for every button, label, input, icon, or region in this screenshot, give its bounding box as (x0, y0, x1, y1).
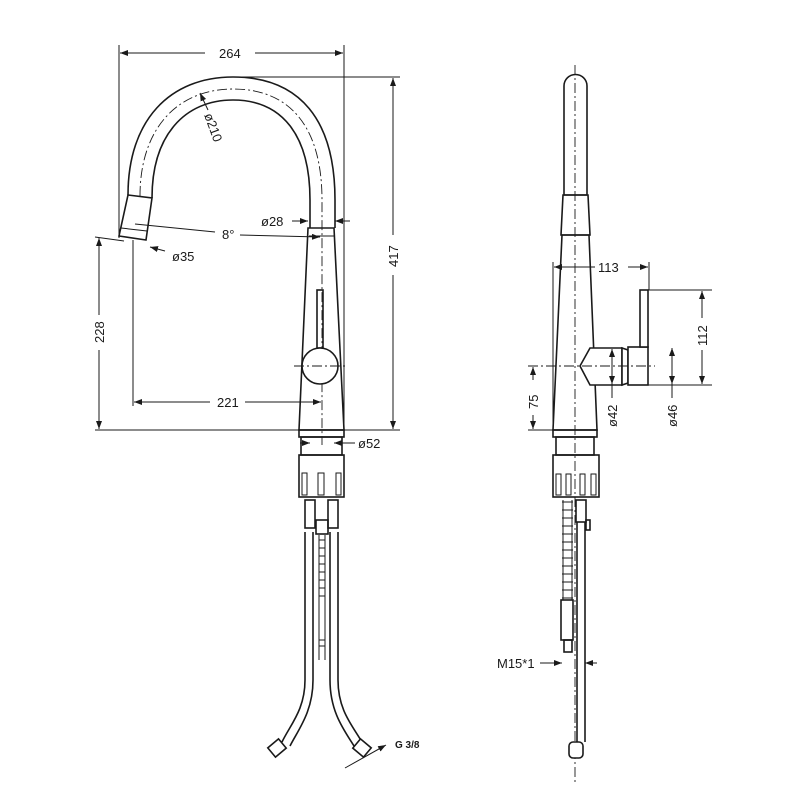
spray-head-line (120, 227, 148, 232)
dim-boss-42: ø42 (605, 405, 620, 427)
hose-left-outer (281, 532, 306, 743)
base-shank (300, 436, 343, 456)
faucet-body (298, 227, 345, 431)
dim-spout-28: ø28 (261, 214, 283, 229)
handle-lever (639, 289, 649, 348)
front-view: 264 ø210 ø28 8° ø35 228 221 417 ø52 G 3/… (92, 45, 420, 769)
handle-ring (621, 346, 629, 387)
handle-boss (579, 347, 623, 386)
dim-bend-210: ø210 (201, 111, 225, 144)
side-hose-nut (568, 741, 584, 759)
dim-inlet-g38: G 3/8 (395, 740, 420, 751)
mount-nut-side (552, 454, 600, 498)
base-ring (298, 429, 345, 438)
dim-height-75: 75 (526, 395, 541, 409)
hose-left-inner (289, 532, 314, 747)
nut-slot (301, 472, 308, 496)
side-hose-fitting (575, 499, 587, 523)
hose-right-inner (329, 532, 355, 747)
dim-height-112: 112 (695, 325, 710, 346)
dim-projection-113: 113 (598, 260, 619, 275)
dim-reach-221: 221 (217, 395, 239, 410)
nut-slot (555, 473, 562, 496)
dim-width-264: 264 (219, 46, 241, 61)
pullout-fitting (315, 519, 329, 535)
nut-slot (335, 472, 342, 496)
hose-weight (560, 599, 574, 641)
pullout-connector (563, 639, 573, 653)
spout-collar-side (560, 194, 591, 236)
dim-head-35: ø35 (172, 249, 194, 264)
side-dimension-lines (528, 262, 712, 666)
dim-height-228: 228 (92, 321, 107, 343)
pullout-hose-coil (318, 535, 326, 660)
nut-slot (590, 473, 597, 496)
hose-right-outer (337, 532, 363, 743)
hose-nut-right (351, 737, 373, 759)
side-view: 113 112 75 ø42 ø46 M15*1 (497, 65, 712, 785)
mount-nut (298, 454, 345, 498)
nut-slot (565, 473, 572, 496)
hose-nut-left (266, 737, 288, 759)
nut-slot (579, 473, 586, 496)
side-hose-clip (585, 519, 591, 531)
dim-handle-46: ø46 (665, 405, 680, 427)
pullout-spring (562, 500, 573, 600)
dimension-lines (94, 45, 400, 769)
spout-centerline (139, 88, 323, 445)
spray-head (118, 194, 153, 241)
dim-angle-8: 8° (222, 227, 234, 242)
hose-fitting (327, 499, 339, 529)
spout-inner (151, 99, 311, 228)
spray-head-side (563, 73, 588, 196)
hose-fitting (304, 499, 316, 529)
dim-height-417: 417 (386, 245, 401, 267)
dim-thread-m15: M15*1 (497, 656, 535, 671)
dim-base-52: ø52 (358, 436, 380, 451)
nut-slot (317, 472, 325, 496)
